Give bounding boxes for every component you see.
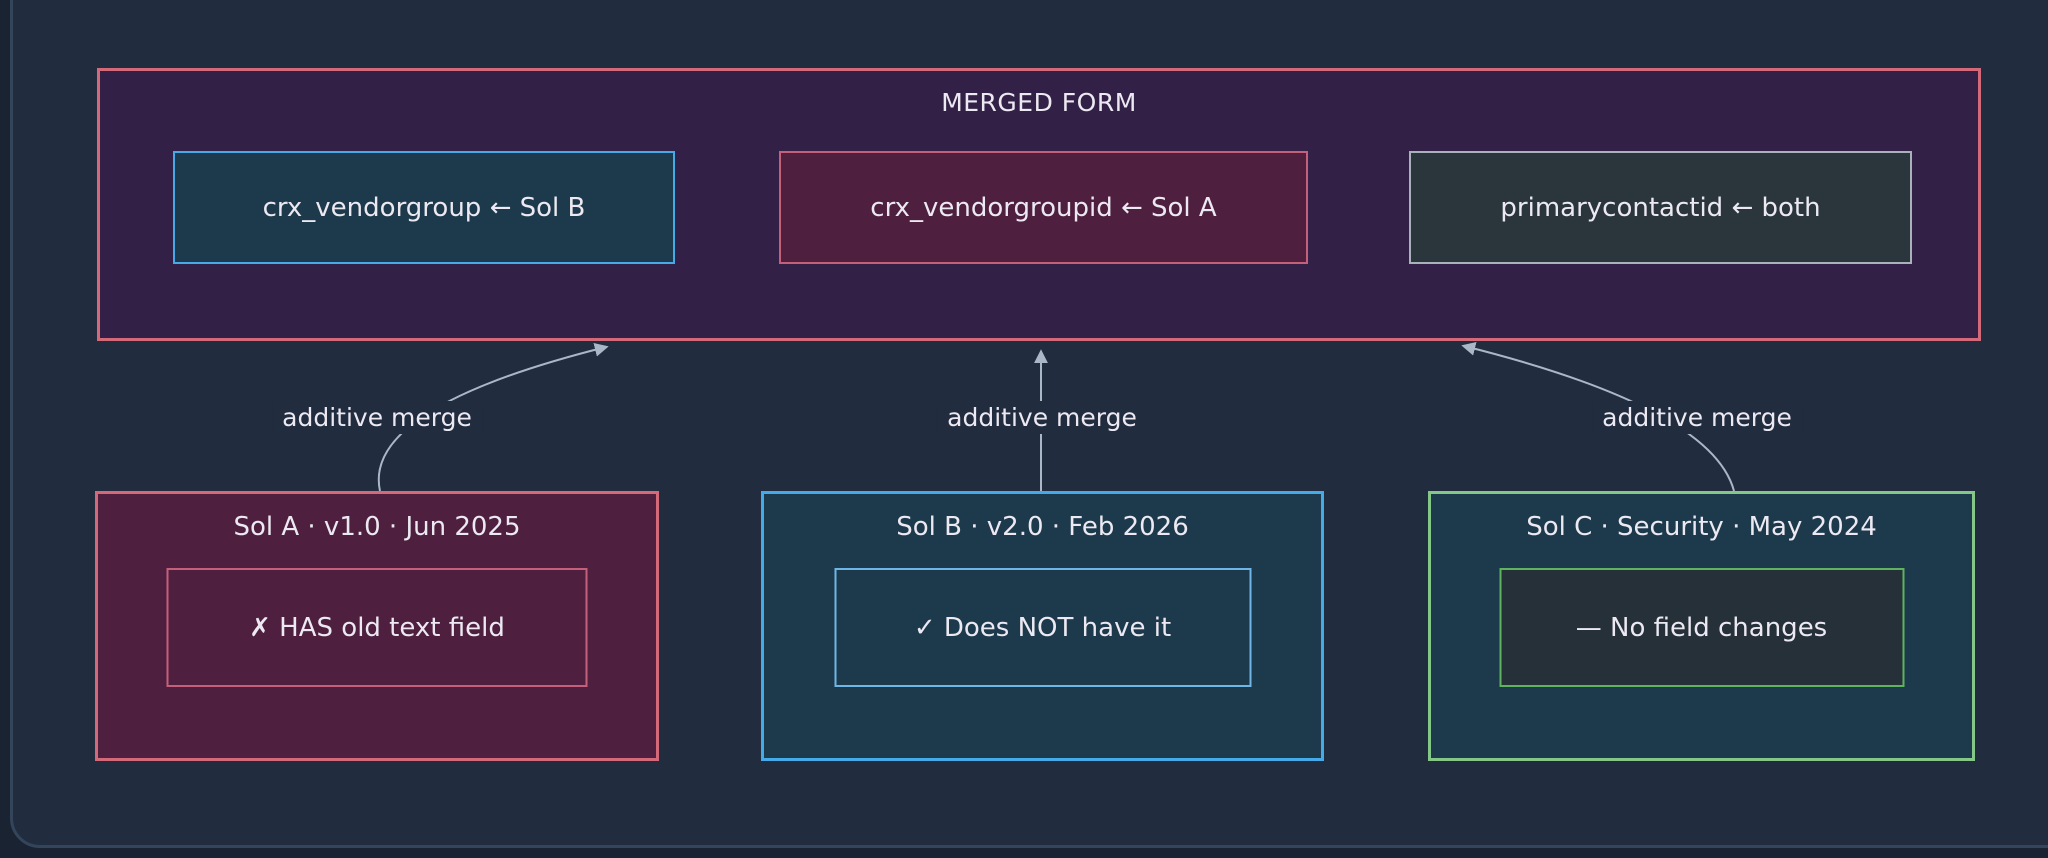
- merged-form-title: MERGED FORM: [941, 88, 1137, 117]
- merged-field-crx-vendorgroupid-label: crx_vendorgroupid ← Sol A: [870, 192, 1217, 223]
- merged-form-box: MERGED FORM crx_vendorgroup ← Sol B crx_…: [97, 68, 1981, 341]
- solution-a-box: Sol A · v1.0 · Jun 2025 ✗ HAS old text f…: [95, 491, 659, 761]
- solution-b-note: ✓ Does NOT have it: [834, 568, 1251, 687]
- solution-b-title: Sol B · v2.0 · Feb 2026: [896, 512, 1189, 542]
- edge-label-additive-merge-b: additive merge: [937, 401, 1147, 434]
- solution-c-note: — No field changes: [1499, 568, 1904, 687]
- solution-a-note: ✗ HAS old text field: [166, 568, 588, 687]
- solution-c-box: Sol C · Security · May 2024 — No field c…: [1428, 491, 1975, 761]
- merged-field-crx-vendorgroup: crx_vendorgroup ← Sol B: [173, 151, 675, 264]
- merged-field-primarycontactid-label: primarycontactid ← both: [1500, 192, 1821, 223]
- solution-b-box: Sol B · v2.0 · Feb 2026 ✓ Does NOT have …: [761, 491, 1324, 761]
- merged-field-crx-vendorgroupid: crx_vendorgroupid ← Sol A: [779, 151, 1308, 264]
- merged-field-primarycontactid: primarycontactid ← both: [1409, 151, 1912, 264]
- merged-field-crx-vendorgroup-label: crx_vendorgroup ← Sol B: [262, 192, 586, 223]
- edge-label-additive-merge-a: additive merge: [272, 401, 482, 434]
- solution-a-title: Sol A · v1.0 · Jun 2025: [233, 512, 521, 542]
- edge-label-additive-merge-c: additive merge: [1592, 401, 1802, 434]
- solution-c-title: Sol C · Security · May 2024: [1526, 512, 1877, 542]
